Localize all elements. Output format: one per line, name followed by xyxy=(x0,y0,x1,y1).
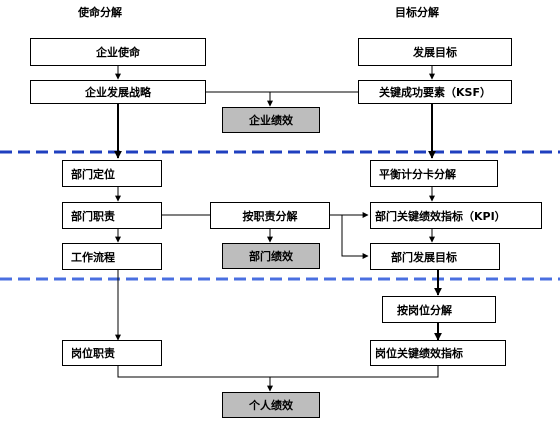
header-goal-decomposition: 目标分解 xyxy=(395,6,439,19)
box-by-duty: 按职责分解 xyxy=(210,202,330,229)
box-by-post: 按岗位分解 xyxy=(382,296,496,323)
box-post-kpi: 岗位关键绩效指标 xyxy=(370,340,506,366)
box-corp-perf: 企业绩效 xyxy=(222,107,320,133)
box-personal-perf: 个人绩效 xyxy=(222,392,320,418)
box-bsc: 平衡计分卡分解 xyxy=(370,160,498,187)
box-dept-goal: 部门发展目标 xyxy=(370,243,500,270)
box-ksf: 关键成功要素（KSF） xyxy=(358,80,512,104)
box-dept-position: 部门定位 xyxy=(62,160,162,187)
arrow-to-personal xyxy=(117,366,273,392)
box-dept-duty: 部门职责 xyxy=(62,202,162,229)
box-dept-kpi: 部门关键绩效指标（KPI） xyxy=(370,202,542,229)
box-mission: 企业使命 xyxy=(30,38,206,66)
box-dept-perf: 部门绩效 xyxy=(222,243,320,269)
box-post-duty: 岗位职责 xyxy=(62,340,162,366)
arrow-to-corpperf xyxy=(205,91,273,107)
box-workflow: 工作流程 xyxy=(62,243,162,270)
arrow-byduty-deptgoal xyxy=(341,215,369,259)
header-mission-decomposition: 使命分解 xyxy=(78,6,122,19)
box-strategy: 企业发展战略 xyxy=(30,80,206,104)
box-dev-goal: 发展目标 xyxy=(358,38,512,66)
